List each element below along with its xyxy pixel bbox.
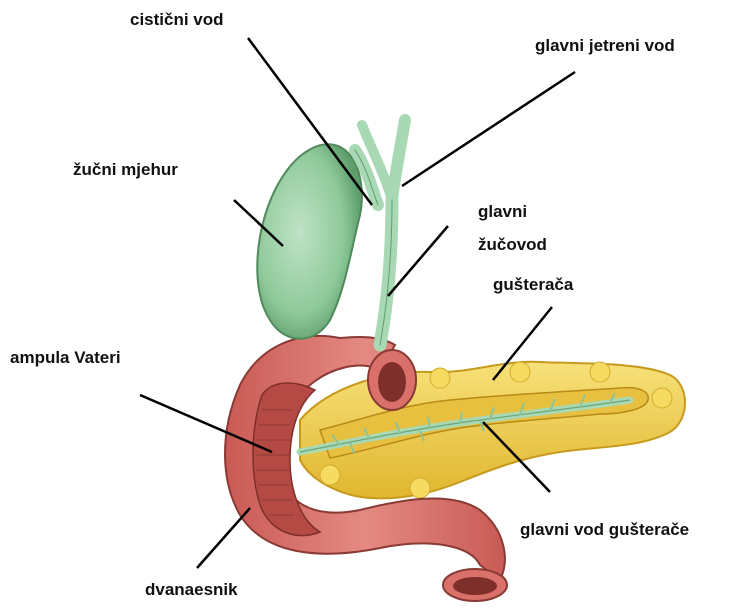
leader-line-duodenum <box>197 508 250 568</box>
pancreas-shape <box>300 362 685 499</box>
label-gallbladder: žučni mjehur <box>73 160 178 180</box>
label-pancreatic-duct: glavni vod gušterače <box>520 520 689 540</box>
label-ampulla: ampula Vateri <box>10 348 121 368</box>
label-duodenum: dvanaesnik <box>145 580 238 600</box>
label-common-bile-duct-line1: glavni <box>478 202 527 222</box>
leader-line-hepatic-duct <box>402 72 575 186</box>
label-common-hepatic-duct: glavni jetreni vod <box>535 36 675 56</box>
label-common-bile-duct-line2: žučovod <box>478 235 547 255</box>
label-pancreas: gušterača <box>493 275 573 295</box>
gallbladder-shape <box>257 144 362 338</box>
label-cystic-duct: cistični vod <box>130 10 224 30</box>
bile-ducts-shape <box>355 120 405 345</box>
